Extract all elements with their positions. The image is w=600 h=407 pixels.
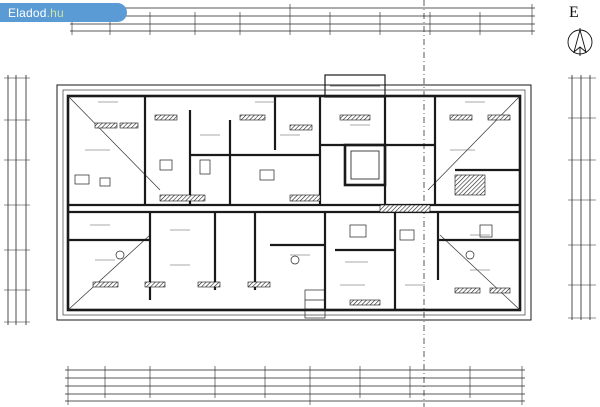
room-label-marks [85,101,490,286]
hatched-wall-segments [92,114,511,306]
top-dimension-lines [70,4,535,35]
stair-core [324,74,387,187]
brand-name: Eladod [8,5,47,20]
north-arrow-icon [567,28,593,56]
interior-walls [68,96,520,310]
compass-letter: E [569,4,579,21]
left-dimension-lines [4,75,30,325]
right-dimension-lines [568,75,596,320]
site-logo-badge[interactable]: Eladod.hu [0,3,127,22]
building-outline [56,84,532,321]
bottom-dimension-lines [65,366,525,405]
brand-tld: .hu [46,5,64,20]
fixture-marks [74,159,493,319]
